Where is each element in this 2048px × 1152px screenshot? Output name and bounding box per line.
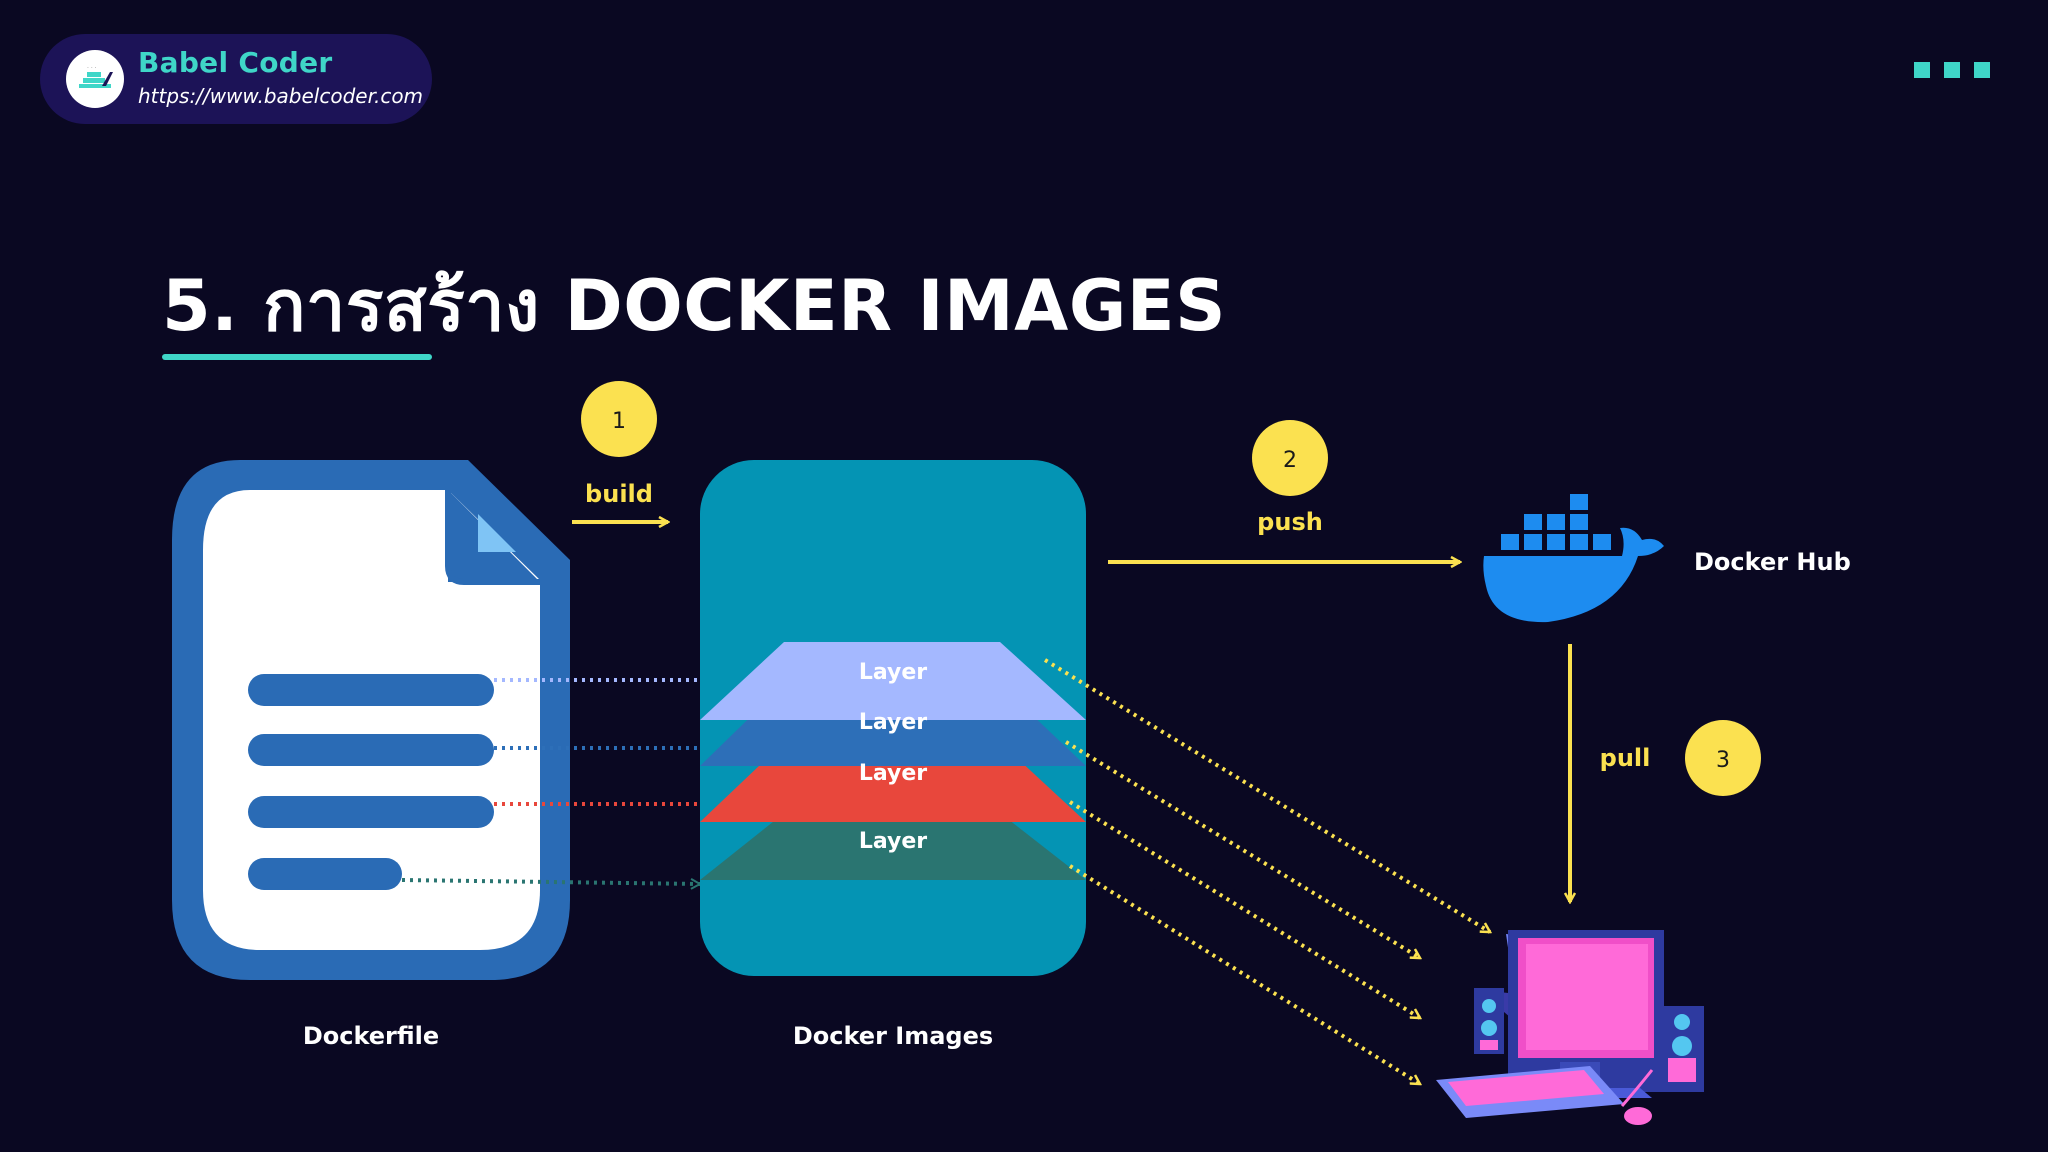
title-underline bbox=[162, 354, 432, 360]
babel-coder-logo-icon: . . . bbox=[66, 50, 124, 108]
step-1-label: build bbox=[585, 480, 653, 508]
step-1-number: 1 bbox=[612, 409, 626, 434]
step-2-badge bbox=[1252, 420, 1328, 496]
desktop-computer-icon bbox=[1436, 930, 1704, 1125]
docker-hub-label: Docker Hub bbox=[1694, 548, 1851, 576]
step-1-badge bbox=[581, 381, 657, 457]
layer-label-2: Layer bbox=[859, 710, 927, 735]
step-3-number: 3 bbox=[1716, 748, 1730, 773]
dockerfile-label: Dockerfile bbox=[303, 1022, 439, 1050]
docker-whale-icon bbox=[1483, 494, 1664, 623]
slide-indicator bbox=[1914, 62, 1990, 78]
dockerfile-to-layer-connectors bbox=[401, 680, 740, 884]
brand-name: Babel Coder bbox=[138, 46, 333, 79]
brand-url[interactable]: https://www.babelcoder.com bbox=[138, 84, 424, 108]
step-3-label: pull bbox=[1600, 744, 1651, 772]
step-2-label: push bbox=[1257, 508, 1323, 536]
layer-to-computer-connectors bbox=[1043, 658, 1490, 1086]
docker-images-container bbox=[700, 460, 1086, 976]
step-2-number: 2 bbox=[1283, 448, 1297, 473]
svg-text:. . .: . . . bbox=[87, 63, 97, 70]
layer-label-4: Layer bbox=[859, 829, 927, 854]
slide-title: 5. การสร้าง DOCKER IMAGES bbox=[162, 265, 1227, 347]
layer-label-3: Layer bbox=[859, 761, 927, 786]
docker-images-label: Docker Images bbox=[793, 1022, 993, 1050]
layer-label-1: Layer bbox=[859, 660, 927, 685]
step-3-badge bbox=[1685, 720, 1761, 796]
document-icon bbox=[172, 460, 570, 980]
brand-badge: . . . Babel Coder https://www.babelcoder… bbox=[40, 34, 432, 124]
